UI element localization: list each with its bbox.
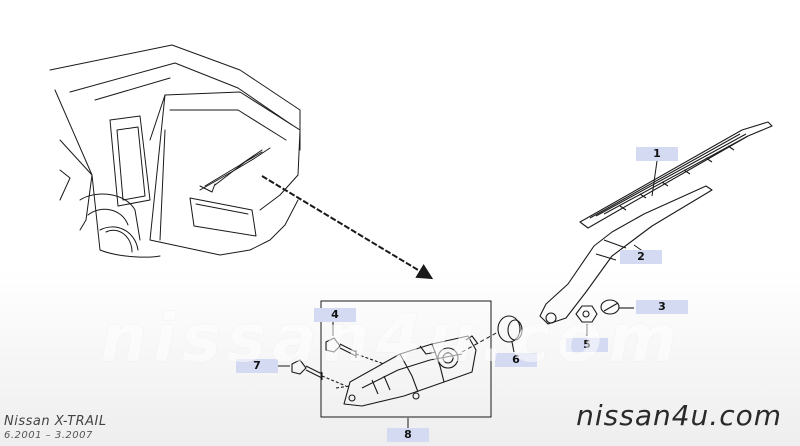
mounting-bolt-7	[270, 359, 347, 387]
arm-cap	[600, 299, 634, 315]
wiper-motor-assembly	[335, 335, 479, 407]
part-label-6: 6	[495, 353, 537, 367]
seal-grommet	[497, 315, 523, 353]
part-label-1: 1	[636, 147, 678, 161]
watermark: nissan4u.com	[100, 300, 683, 377]
model-name: Nissan X-TRAIL	[4, 414, 107, 429]
vehicle-rear-illustration	[49, 44, 301, 258]
model-years: 6.2001 – 3.2007	[4, 430, 93, 441]
site-brand: nissan4u.com	[576, 399, 782, 432]
wiper-arm	[539, 185, 713, 325]
mounting-bolt-4	[325, 320, 385, 365]
part-label-2: 2	[620, 250, 662, 264]
motor-assembly-box	[320, 300, 492, 418]
leader-line-1	[651, 160, 658, 197]
part-label-5: 5	[566, 338, 608, 352]
part-label-4: 4	[314, 308, 356, 322]
wiper-blade	[579, 121, 773, 229]
part-label-3: 3	[636, 300, 688, 314]
part-label-8: 8	[387, 428, 429, 442]
arm-nut	[575, 305, 598, 336]
leader-arrow-vehicle	[261, 175, 434, 280]
part-label-7: 7	[236, 359, 278, 373]
